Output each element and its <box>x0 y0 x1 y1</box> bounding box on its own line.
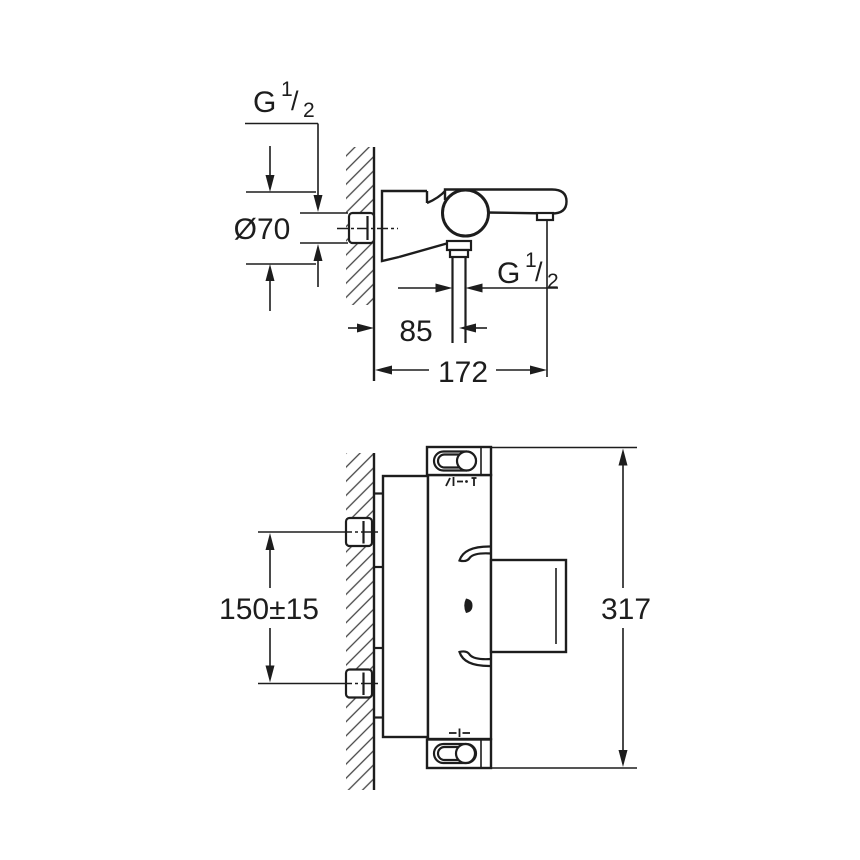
control-knob <box>441 188 490 238</box>
spout-nozzle <box>535 211 555 222</box>
arrowhead <box>313 195 323 212</box>
diverter-knob <box>454 742 477 765</box>
mixer-body <box>426 473 493 741</box>
dim-label-150: 150±15 <box>219 593 319 626</box>
dim-label-diameter: Ø70 <box>234 213 291 246</box>
side-view: G 1 / 2 Ø70 G 1 / 2 <box>234 70 568 389</box>
dim-label-wall-thread: G 1 / 2 <box>253 70 315 122</box>
arrowhead <box>618 448 628 466</box>
arrowhead <box>265 533 275 550</box>
arrowhead <box>265 264 275 281</box>
dim-outlet-thread: G 1 / 2 <box>398 241 559 293</box>
arrowhead <box>465 283 483 293</box>
top-cap <box>425 445 493 477</box>
inlet-nut-top <box>341 516 380 548</box>
arrowhead <box>357 323 374 333</box>
arrowhead <box>459 323 476 333</box>
back-plate <box>381 474 430 739</box>
dim-overall-height: 317 <box>491 446 651 769</box>
dim-wall-to-outlet: 85 <box>348 315 487 348</box>
temperature-handle <box>458 545 568 668</box>
handle-grip-top <box>458 545 492 563</box>
front-view: 150±15 317 <box>219 445 651 790</box>
dim-label-outlet-thread: G 1 / 2 <box>497 241 559 293</box>
hose-outlet-fitting <box>445 239 473 343</box>
dim-label-172: 172 <box>438 356 488 389</box>
escutcheon <box>380 189 453 263</box>
grip-mark <box>464 598 473 613</box>
bottom-symbol-marks <box>449 728 470 737</box>
dim-inlet-centres: 150±15 <box>219 531 341 685</box>
inlet-nut-bottom <box>341 668 380 699</box>
diverter-knob <box>455 450 478 472</box>
dim-wall-thread: G 1 / 2 <box>245 70 348 287</box>
dim-wall-to-spout-tip: 172 <box>375 221 548 389</box>
dim-label-85: 85 <box>399 315 432 348</box>
arrowhead <box>530 365 547 375</box>
handle-grip-bottom <box>458 650 492 668</box>
dim-escutcheon-diameter: Ø70 <box>234 146 316 311</box>
arrowhead <box>618 750 628 767</box>
bottom-cap <box>425 738 493 770</box>
arrowhead <box>265 665 275 683</box>
arrowhead <box>435 283 453 293</box>
wall-hatch <box>346 453 374 790</box>
arrowhead <box>313 244 323 261</box>
union-nut <box>337 211 398 245</box>
arrowhead <box>265 175 275 192</box>
arrowhead <box>375 365 392 375</box>
dim-label-317: 317 <box>601 593 651 626</box>
top-symbol-marks <box>445 477 477 487</box>
